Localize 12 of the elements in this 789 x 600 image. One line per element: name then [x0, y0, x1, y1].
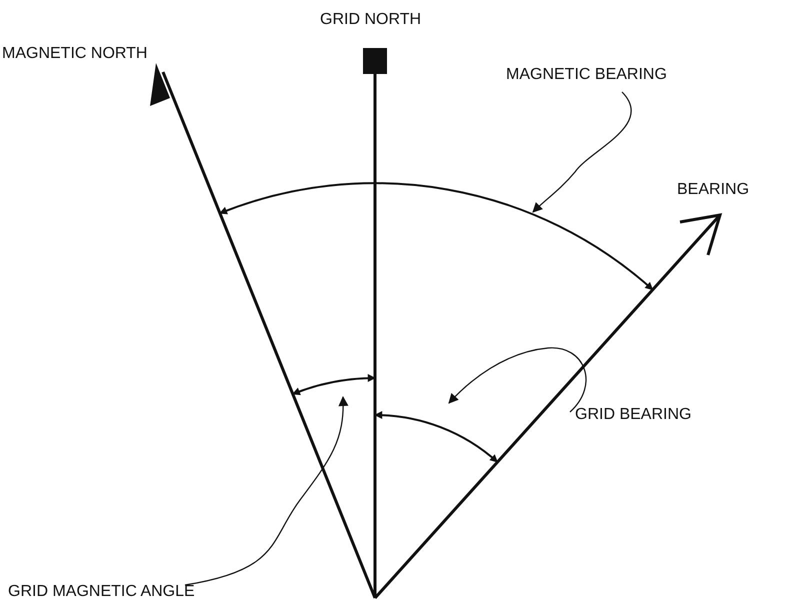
callout-label: MAGNETIC BEARING — [506, 65, 667, 85]
leader-line — [184, 396, 348, 586]
angle-arc — [292, 374, 376, 396]
callout-label: GRID MAGNETIC ANGLE — [8, 582, 195, 600]
angle-arc — [374, 411, 498, 463]
direction-label: MAGNETIC NORTH — [2, 44, 148, 64]
callout-label: GRID BEARING — [575, 405, 692, 425]
leader-line — [532, 92, 632, 213]
angle-arc — [219, 182, 654, 290]
leader-line — [448, 347, 586, 412]
direction-label: GRID NORTH — [320, 10, 422, 30]
direction-label: BEARING — [677, 180, 750, 200]
